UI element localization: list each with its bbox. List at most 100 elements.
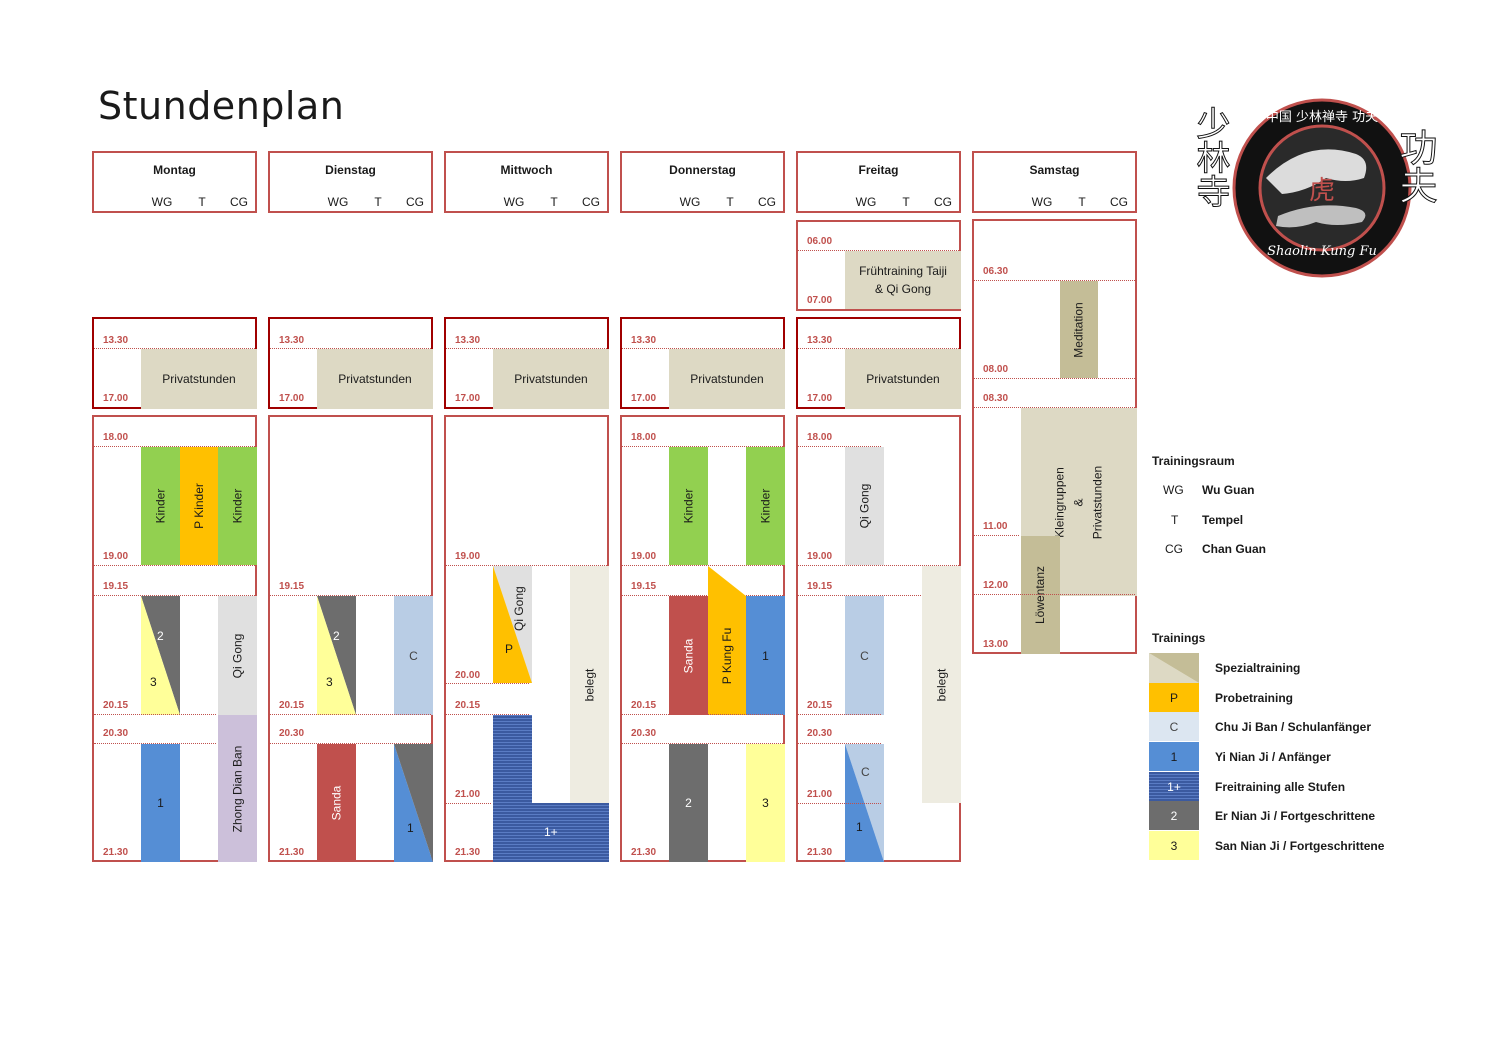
kinder-block: Kinder xyxy=(669,447,708,565)
level-2-3-block xyxy=(317,596,356,715)
time-label: 19.00 xyxy=(631,551,657,562)
sanda-block: Sanda xyxy=(669,596,708,715)
level-1-block: 1 xyxy=(746,596,785,715)
probe-shape xyxy=(708,566,746,715)
logo-emblem-icon xyxy=(1232,98,1412,278)
time-divider xyxy=(94,714,216,715)
time-divider xyxy=(94,595,255,596)
time-label: 13.30 xyxy=(455,335,481,346)
time-label: 20.15 xyxy=(455,700,481,711)
col-t: T xyxy=(902,195,910,209)
time-label: 19.00 xyxy=(455,551,481,562)
block-label: Privatstunden xyxy=(338,372,412,386)
room-code: T xyxy=(1171,513,1179,527)
time-label: 19.00 xyxy=(103,551,129,562)
level-3-shape xyxy=(141,596,180,715)
sanda-block: Sanda xyxy=(317,744,356,862)
block-label: Privatstunden xyxy=(162,372,236,386)
time-divider xyxy=(270,743,431,744)
block-label: Privatstunden xyxy=(690,372,764,386)
zhong-dian-ban-block: Zhong Dian Ban xyxy=(218,715,257,862)
block-label: C xyxy=(409,648,418,663)
time-label: 17.00 xyxy=(631,393,657,404)
level-2-3-block xyxy=(141,596,180,715)
day-label: Samstag xyxy=(1029,163,1080,177)
legend-name: Freitraining alle Stufen xyxy=(1215,780,1346,794)
time-label: 17.00 xyxy=(455,393,481,404)
dienstag-evening: 19.15 2 3 C 20.15 20.30 Sanda 1 21.30 xyxy=(268,415,433,862)
dienstag-afternoon: 13.30 Privatstunden 17.00 xyxy=(268,317,433,409)
day-label: Montag xyxy=(153,163,196,177)
col-cg: CG xyxy=(1110,195,1128,209)
chu-ji-label: C xyxy=(861,765,870,779)
col-wg: WG xyxy=(1031,195,1053,209)
time-label: 21.30 xyxy=(631,847,657,858)
level-2-label: 2 xyxy=(157,629,164,643)
freitraining-block-ext xyxy=(532,803,609,862)
legend-name: Er Nian Ji / Fortgeschrittene xyxy=(1215,809,1376,823)
time-label: 19.15 xyxy=(807,581,833,592)
time-label: 20.30 xyxy=(279,728,305,739)
col-cg: CG xyxy=(758,195,776,209)
time-label: 17.00 xyxy=(807,393,833,404)
room-code: CG xyxy=(1165,542,1183,556)
header-donnerstag: Donnerstag WG T CG xyxy=(620,151,785,213)
header-freitag: Freitag WG T CG xyxy=(796,151,961,213)
time-label: 19.00 xyxy=(807,551,833,562)
time-divider xyxy=(622,446,783,447)
level-2-block: 2 xyxy=(669,744,708,862)
belegt-block: belegt xyxy=(922,566,961,803)
time-divider xyxy=(94,348,255,349)
time-label: 20.30 xyxy=(807,728,833,739)
time-divider xyxy=(974,407,1135,408)
block-label: belegt xyxy=(934,668,949,701)
time-divider xyxy=(798,714,881,715)
kleingruppen-amp: & xyxy=(1071,498,1086,507)
mittwoch-afternoon: 13.30 Privatstunden 17.00 xyxy=(444,317,609,409)
block-label: C xyxy=(860,648,869,663)
qigong-block: Qi Gong xyxy=(845,447,884,565)
col-cg: CG xyxy=(406,195,424,209)
level-3-shape xyxy=(317,596,356,715)
col-t: T xyxy=(374,195,382,209)
logo-right-text: 功夫 xyxy=(1393,128,1438,205)
block-label: Kinder xyxy=(758,488,773,524)
time-label: 08.30 xyxy=(983,393,1009,404)
time-label: 06.00 xyxy=(807,236,833,247)
kinder-block: Kinder xyxy=(746,447,785,565)
time-divider xyxy=(622,348,783,349)
time-label: 21.30 xyxy=(455,847,481,858)
time-divider xyxy=(622,565,783,566)
block-label: P Kinder xyxy=(192,483,206,529)
level-1-2-block xyxy=(394,744,433,862)
logo-ring-text: Shaolin Kung Fu xyxy=(1267,244,1377,259)
col-cg: CG xyxy=(230,195,248,209)
time-divider xyxy=(94,446,255,447)
legend-swatch-ernian: 2 xyxy=(1149,801,1199,830)
col-t: T xyxy=(198,195,206,209)
level-3-label: 3 xyxy=(326,675,333,689)
time-divider xyxy=(798,250,959,251)
time-label: 21.00 xyxy=(807,789,833,800)
fruehtraining-block: Frühtraining Taiji & Qi Gong xyxy=(845,251,961,309)
time-label: 17.00 xyxy=(103,393,129,404)
col-wg: WG xyxy=(855,195,877,209)
col-wg: WG xyxy=(503,195,525,209)
time-label: 08.00 xyxy=(983,364,1009,375)
time-divider xyxy=(446,714,529,715)
level-1-label: 1 xyxy=(407,821,414,835)
legend-room-title: Trainingsraum xyxy=(1152,454,1235,468)
time-label: 19.15 xyxy=(279,581,305,592)
time-label: 20.15 xyxy=(807,700,833,711)
time-label: 18.00 xyxy=(807,432,833,443)
time-divider xyxy=(974,378,1135,379)
level-3-block: 3 xyxy=(746,744,785,862)
time-divider xyxy=(974,280,1135,281)
time-divider xyxy=(798,803,881,804)
block-label: belegt xyxy=(582,668,597,701)
time-label: 18.00 xyxy=(103,432,129,443)
kinder-block: Kinder xyxy=(218,447,257,565)
qigong-block: Qi Gong xyxy=(218,596,257,715)
time-label: 07.00 xyxy=(807,295,833,306)
privatstunden-block: Privatstunden xyxy=(317,349,433,409)
